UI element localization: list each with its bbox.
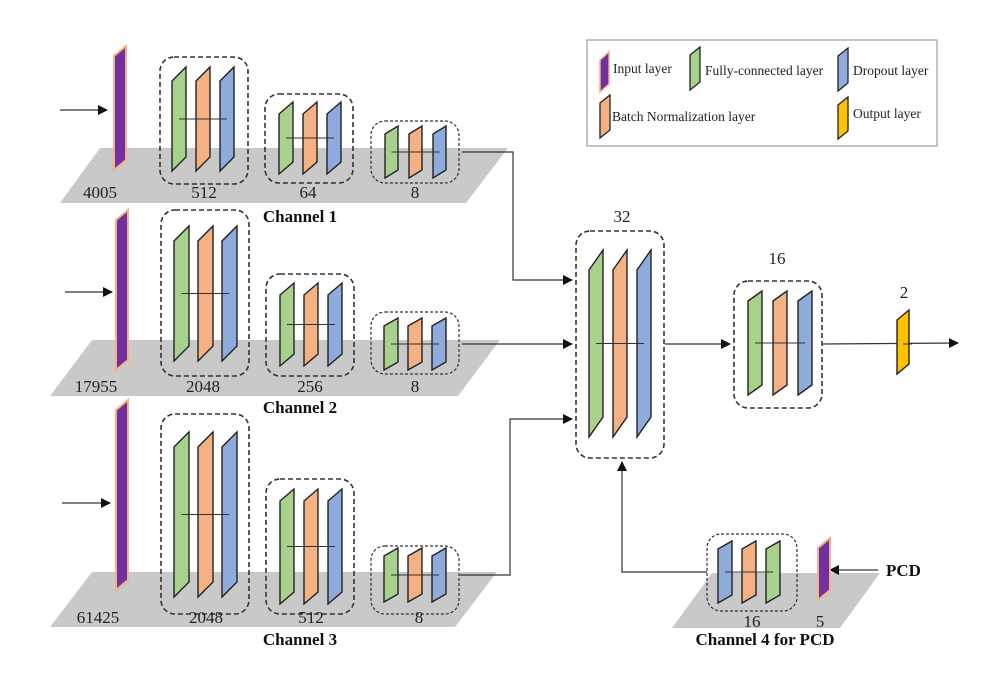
legend-fc-icon <box>689 45 701 92</box>
legend-fc-label: Fully-connected layer <box>705 63 824 78</box>
ch2-input-layer <box>115 207 129 373</box>
legend-box <box>586 39 938 147</box>
merge-block1-size: 32 <box>614 207 631 226</box>
connector-16-out <box>822 338 959 349</box>
ch4-input-size: 5 <box>816 612 825 631</box>
ch1-block2-size: 64 <box>300 183 318 202</box>
ch1-block1 <box>159 56 249 185</box>
ch2-block1-dashed-box <box>160 209 250 377</box>
ch3-block3-dashed-box <box>370 545 460 615</box>
ch4-label: Channel 4 for PCD <box>696 630 835 649</box>
legend-bn-label: Batch Normalization layer <box>612 109 756 124</box>
legend-output-icon <box>837 95 849 141</box>
ch2-block2-dashed-box <box>265 273 355 377</box>
ch1-input-layer <box>113 43 127 173</box>
output-layer <box>896 308 910 376</box>
ch1-input-size: 4005 <box>83 183 117 202</box>
ch3-block1 <box>160 413 250 615</box>
merge-block2 <box>733 280 823 409</box>
ch3-label: Channel 3 <box>263 630 337 649</box>
ch1-block1-dashed-box <box>159 56 249 185</box>
ch2-block1 <box>160 209 250 377</box>
ch3-block2-size: 512 <box>298 608 324 627</box>
ch3-block3-size: 8 <box>415 608 424 627</box>
connectors <box>60 105 959 576</box>
ch2-input-size: 17955 <box>75 377 118 396</box>
connector-ch4 <box>617 461 707 573</box>
merge-block1-dashed-box <box>575 230 665 459</box>
ch2-label: Channel 2 <box>263 398 337 417</box>
merge-block1 <box>575 230 665 459</box>
ch1-block2 <box>264 93 354 184</box>
ch2-block1-size: 2048 <box>186 377 220 396</box>
ch1-block2-dashed-box <box>264 93 354 184</box>
connector-ch3 <box>460 414 573 576</box>
ch4-block <box>706 533 798 612</box>
ch2-block3-dashed-box <box>370 311 460 375</box>
ch3-block2-dashed-box <box>265 478 355 615</box>
merge-block2-dashed-box <box>733 280 823 409</box>
pcd-input-label: PCD <box>886 561 921 580</box>
ch3-block3 <box>370 545 460 615</box>
connector-ch1 <box>462 151 573 285</box>
merge-block2-size: 16 <box>769 249 786 268</box>
ch1-block1-size: 512 <box>191 183 217 202</box>
ch3-input-size: 61425 <box>77 608 120 627</box>
ch4-input-layer <box>817 535 831 603</box>
ch4-block-dashed-box <box>706 533 798 612</box>
ch3-block2 <box>265 478 355 615</box>
legend-dropout-label: Dropout layer <box>853 63 929 78</box>
legend-dropout-icon <box>837 46 849 93</box>
legend: Input layer Fully-connected layer Dropou… <box>586 39 938 147</box>
ch1-block3-size: 8 <box>411 183 420 202</box>
legend-input-icon <box>599 50 610 94</box>
ch1-block3 <box>370 120 460 184</box>
ch3-block1-size: 2048 <box>189 608 223 627</box>
ch2-block2-size: 256 <box>297 377 323 396</box>
legend-output-label: Output layer <box>853 106 921 121</box>
ch1-label: Channel 1 <box>263 207 337 226</box>
ch2-block3-size: 8 <box>411 377 420 396</box>
legend-bn-icon <box>599 93 611 140</box>
ch4-block-size: 16 <box>744 612 761 631</box>
ch3-input-layer <box>115 397 129 593</box>
ch3-block1-dashed-box <box>160 413 250 615</box>
ch2-block2 <box>265 273 355 377</box>
legend-input-label: Input layer <box>613 61 672 76</box>
ch2-block3 <box>370 311 460 375</box>
ch1-block3-dashed-box <box>370 120 460 184</box>
output-size: 2 <box>900 283 909 302</box>
